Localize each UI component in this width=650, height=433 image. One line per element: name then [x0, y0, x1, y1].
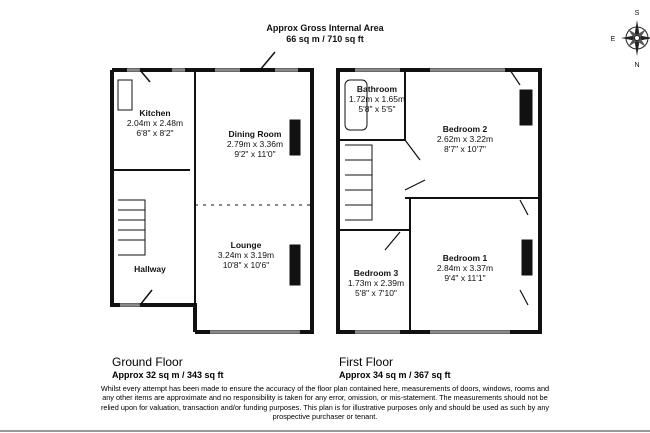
room-size-metric: 3.24m x 3.19m — [218, 250, 274, 260]
compass-label-north: N — [634, 62, 639, 69]
room-size-metric: 1.72m x 1.65m — [349, 94, 405, 104]
room-size-imperial: 5'8" x 7'10" — [355, 288, 397, 298]
room-name: Hallway — [134, 264, 166, 274]
room-name: Bedroom 3 — [354, 268, 399, 278]
room-kitchen: Kitchen 2.04m x 2.48m 6'8" x 8'2" — [127, 108, 183, 138]
gross-area-heading: Approx Gross Internal Area 66 sq m / 710… — [0, 23, 650, 45]
stairs — [118, 199, 146, 256]
first-floor-area: Approx 34 sq m / 367 sq ft — [339, 370, 451, 380]
ground-floor-area: Approx 32 sq m / 343 sq ft — [112, 370, 224, 380]
chimney-breast — [289, 119, 301, 156]
room-bedroom-1: Bedroom 1 2.84m x 3.37m 9'4" x 11'1" — [437, 253, 493, 283]
interior-walls — [338, 70, 540, 332]
first-floor-title: First Floor — [339, 355, 393, 369]
sink — [117, 79, 133, 111]
divider — [0, 430, 650, 432]
room-size-metric: 2.04m x 2.48m — [127, 118, 183, 128]
door-swing — [139, 289, 153, 306]
disclaimer: Whilst every attempt has been made to en… — [100, 384, 550, 421]
compass-label-south: S — [635, 10, 640, 17]
room-size-imperial: 10'8" x 10'6" — [223, 260, 270, 270]
room-name: Lounge — [231, 240, 262, 250]
door-swing — [139, 69, 151, 83]
room-size-metric: 1.73m x 2.39m — [348, 278, 404, 288]
room-name: Dining Room — [229, 129, 282, 139]
room-size-metric: 2.79m x 3.36m — [227, 139, 283, 149]
ground-floor-title: Ground Floor — [112, 355, 183, 369]
gross-area-value: 66 sq m / 710 sq ft — [286, 34, 364, 44]
room-size-metric: 2.84m x 3.37m — [437, 263, 493, 273]
first-floor-plan — [336, 68, 542, 334]
room-size-metric: 2.62m x 3.22m — [437, 134, 493, 144]
door-swing — [259, 51, 276, 71]
room-size-imperial: 6'8" x 8'2" — [136, 128, 173, 138]
room-bedroom-2: Bedroom 2 2.62m x 3.22m 8'7" x 10'7" — [437, 124, 493, 154]
gross-area-title: Approx Gross Internal Area — [266, 23, 384, 33]
bath — [344, 79, 368, 131]
compass-label-east: E — [611, 36, 616, 43]
room-name: Kitchen — [139, 108, 170, 118]
room-size-imperial: 9'2" x 11'0" — [234, 149, 275, 159]
room-size-imperial: 9'4" x 11'1" — [444, 273, 485, 283]
door-swings — [384, 69, 529, 306]
room-bathroom: Bathroom 1.72m x 1.65m 5'8" x 5'5" — [349, 84, 405, 114]
room-size-imperial: 8'7" x 10'7" — [444, 144, 486, 154]
room-hallway: Hallway — [134, 264, 166, 274]
room-size-imperial: 5'8" x 5'5" — [358, 104, 395, 114]
room-lounge: Lounge 3.24m x 3.19m 10'8" x 10'6" — [218, 240, 274, 270]
room-bedroom-3: Bedroom 3 1.73m x 2.39m 5'8" x 7'10" — [348, 268, 404, 298]
compass-icon: S E N — [611, 10, 650, 69]
room-dining-room: Dining Room 2.79m x 3.36m 9'2" x 11'0" — [227, 129, 283, 159]
room-name: Bedroom 2 — [443, 124, 488, 134]
windows — [355, 68, 510, 334]
stairs — [345, 144, 373, 221]
windows — [120, 68, 300, 334]
chimney-breast — [289, 244, 301, 286]
chimney-breast — [521, 239, 533, 276]
ground-floor-plan — [110, 51, 314, 334]
chimney-breast — [519, 89, 533, 126]
room-name: Bathroom — [357, 84, 398, 94]
room-name: Bedroom 1 — [443, 253, 488, 263]
